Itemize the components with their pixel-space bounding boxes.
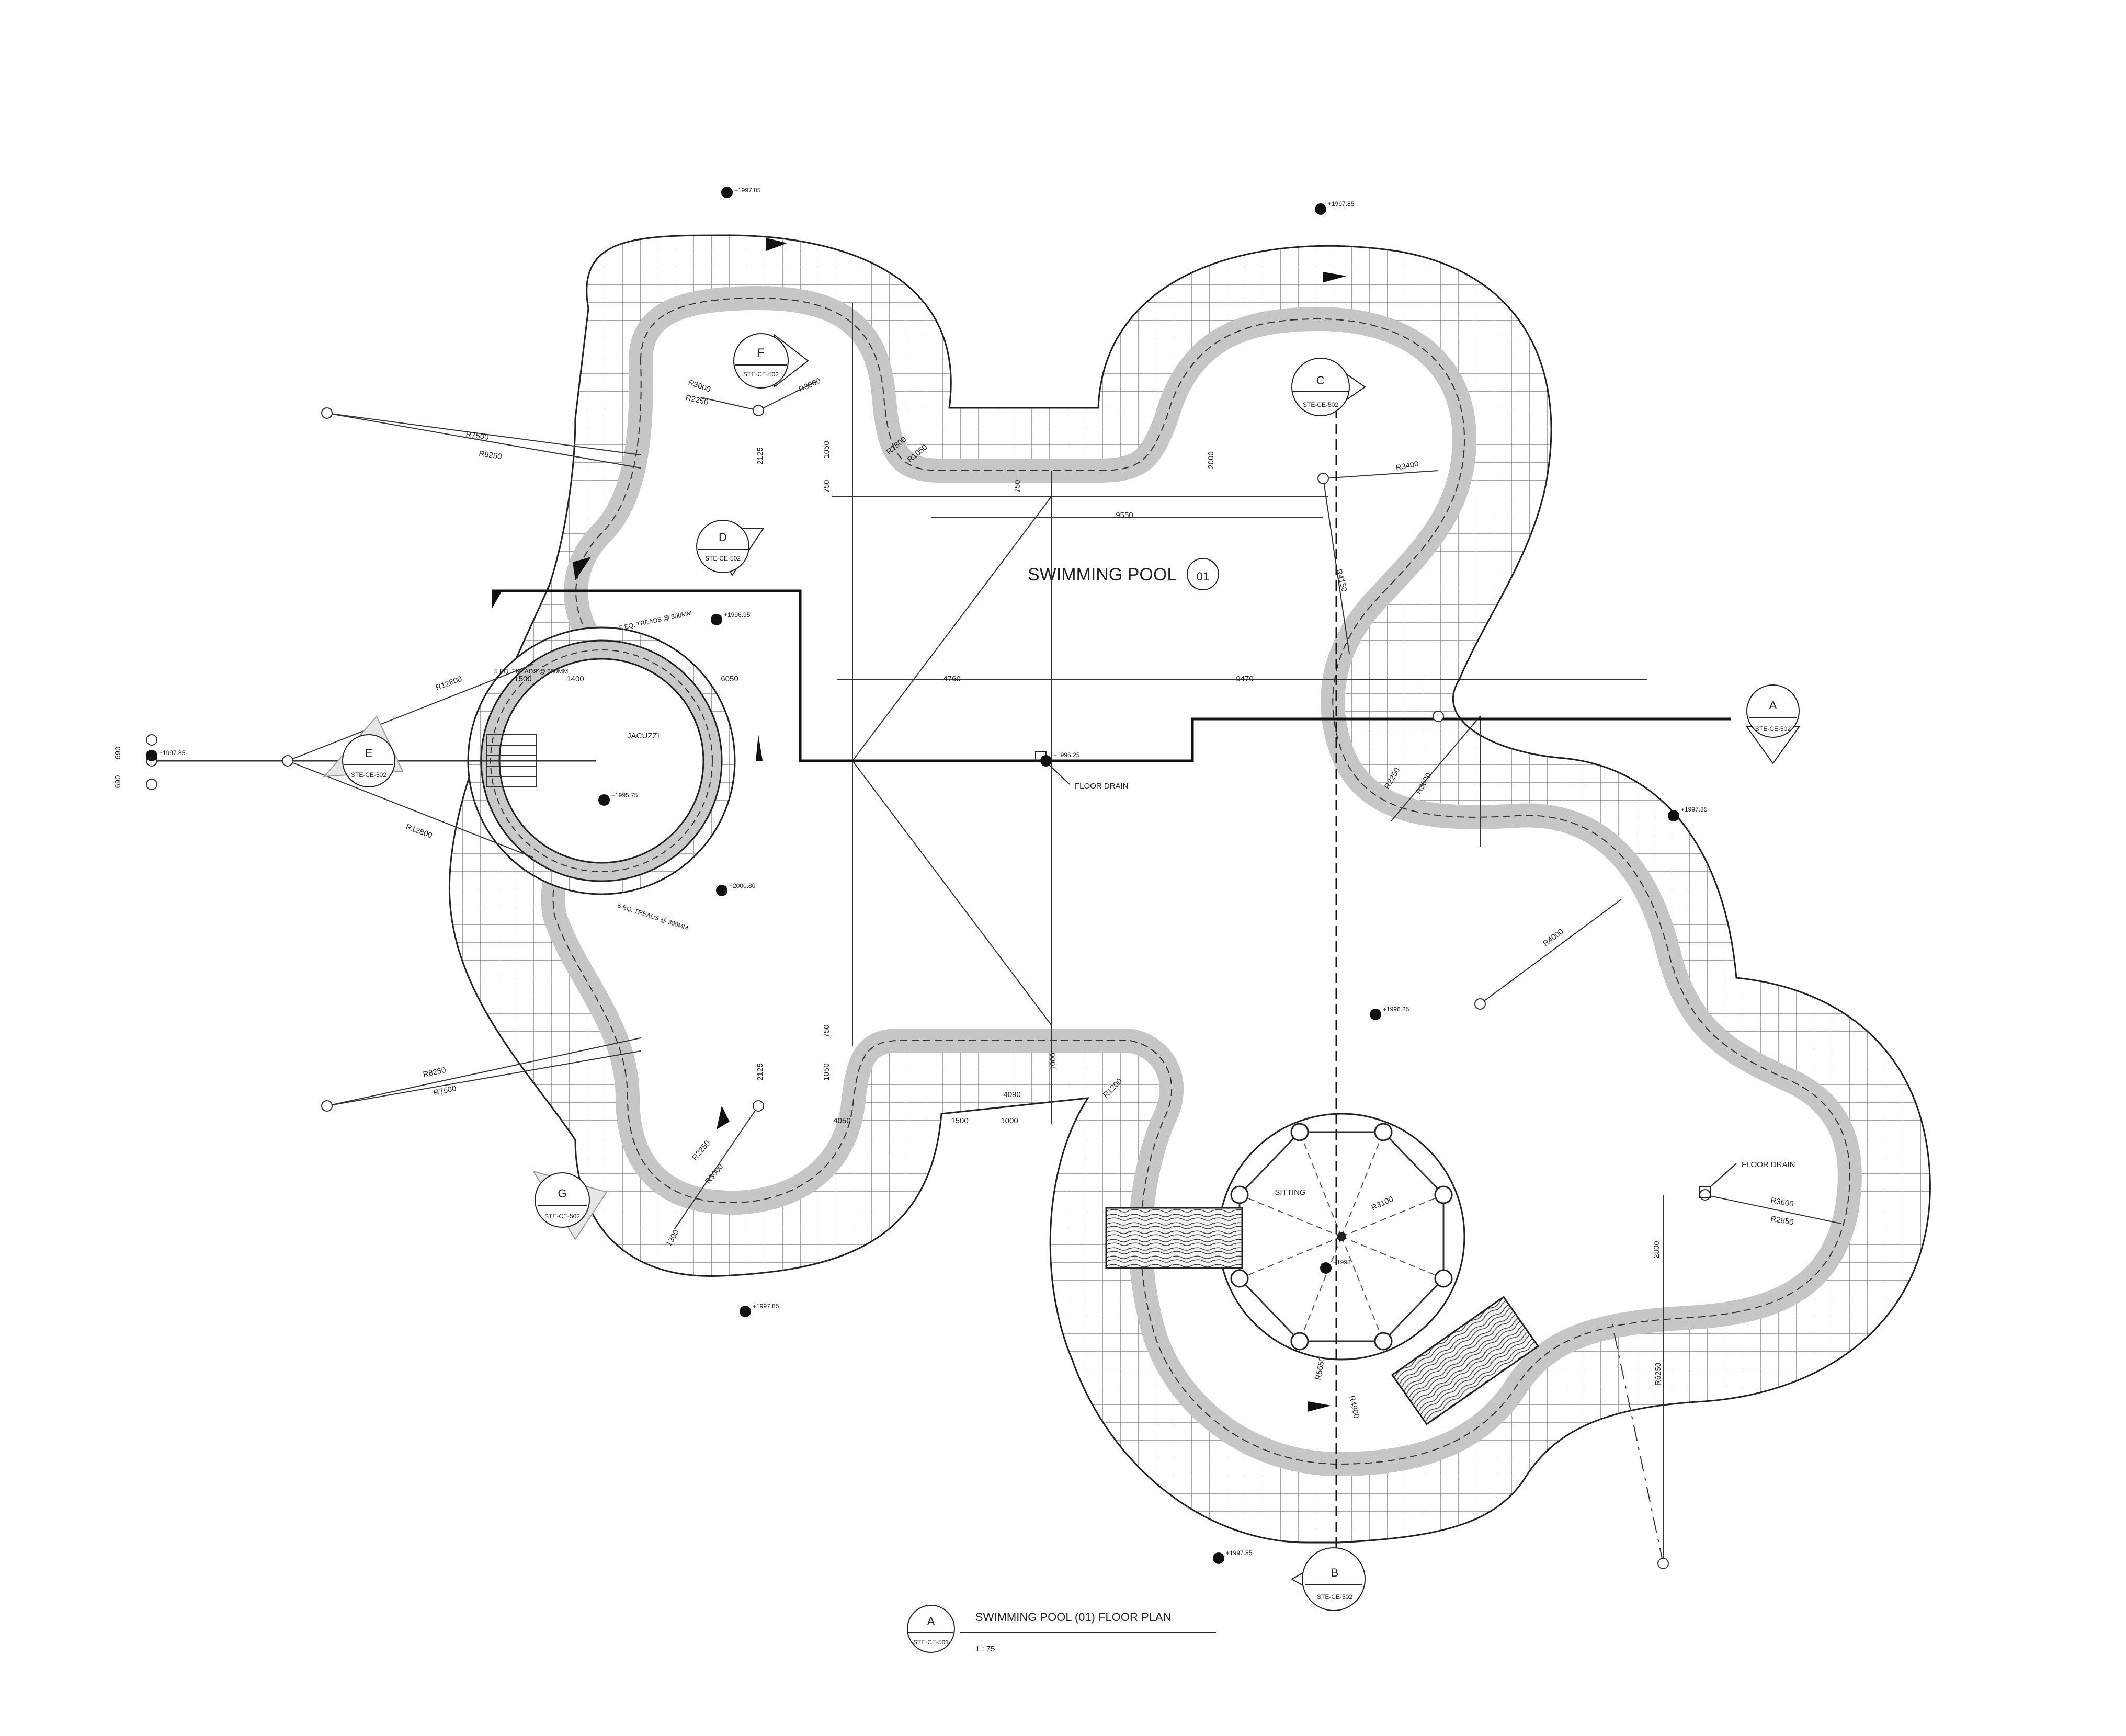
level-marker: +1997.85 — [1668, 806, 1708, 821]
annotation-text: 9550 — [1116, 511, 1133, 520]
sitting-pavilion — [1218, 1113, 1465, 1361]
annotation-text: 5 EQ. TREADS @ 300MM — [494, 668, 568, 675]
annotation-text: 2800 — [1652, 1241, 1661, 1258]
annotation-text: 1500 — [951, 1116, 968, 1125]
annotation-text: 1050 — [822, 1063, 831, 1080]
title-block-name: SWIMMING POOL (01) FLOOR PLAN — [975, 1611, 1171, 1624]
section-b-ref: STE-CE-502 — [1317, 1593, 1352, 1601]
annotation-text: 690 — [113, 746, 122, 759]
section-marker-d: D STE-CE-502 — [696, 520, 765, 576]
section-b-letter: B — [1331, 1566, 1339, 1579]
section-d-ref: STE-CE-502 — [705, 555, 741, 562]
annotation-text: 9470 — [1236, 675, 1253, 683]
sitting-label: SITTING — [1275, 1188, 1305, 1197]
annotation-text: 1000 — [1049, 1053, 1058, 1070]
section-f-ref: STE-CE-502 — [743, 371, 779, 378]
annotation-text: +1997.85 — [1226, 1549, 1253, 1557]
title-block-scale: 1 : 75 — [975, 1644, 995, 1653]
pool-coping — [541, 285, 1862, 1477]
jacuzzi — [467, 626, 736, 895]
annotation-text: +1997.85 — [1681, 806, 1708, 813]
level-marker: +1995.75 — [598, 792, 638, 806]
annotation-text: +1995.75 — [611, 792, 638, 799]
annotation-text: 1050 — [822, 441, 831, 458]
annotation-text: +2000.80 — [729, 882, 756, 889]
section-c-ref: STE-CE-502 — [1303, 401, 1338, 408]
annotation-text: 750 — [822, 1024, 831, 1037]
floor-drain-label-2: FLOOR DRAIN — [1742, 1160, 1795, 1169]
section-marker-c: C STE-CE-502 — [1291, 357, 1366, 417]
jacuzzi-label: JACUZZI — [627, 732, 660, 740]
annotation-text: R8250 — [422, 1066, 447, 1079]
annotation-text: 2125 — [756, 447, 765, 464]
section-marker-b: B STE-CE-502 — [1290, 1547, 1366, 1611]
section-line-a — [492, 408, 1731, 1563]
section-flags — [492, 238, 1347, 1412]
annotation-text: 4090 — [1003, 1090, 1020, 1099]
annotation-text: R8250 — [478, 449, 502, 461]
level-marker: +1996.25 — [1370, 1006, 1409, 1020]
annotation-text: 2125 — [756, 1063, 765, 1080]
pool-number: 01 — [1197, 570, 1209, 583]
annotation-text: 2000 — [1207, 451, 1215, 469]
section-g-letter: G — [558, 1187, 566, 1200]
title-block-sheet: STE-CE-501 — [913, 1639, 949, 1646]
drawing-title-block: A STE-CE-501 SWIMMING POOL (01) FLOOR PL… — [907, 1605, 1216, 1653]
annotation-text: 750 — [822, 479, 831, 493]
section-a-ref: STE-CE-502 — [1755, 725, 1791, 733]
annotation-text: R12800 — [435, 675, 463, 692]
section-marker-a: A STE-CE-502 — [1746, 684, 1800, 764]
level-marker: +1997.85 — [146, 749, 186, 761]
section-marker-e: E STE-CE-502 — [323, 715, 404, 787]
section-d-letter: D — [719, 531, 727, 544]
annotation-text: +1996.25 — [1383, 1006, 1409, 1013]
annotation-text: R7500 — [465, 430, 489, 442]
level-markers: +1997.85 +1997.85 +1997.85 +1997.85 +199… — [146, 187, 1708, 1564]
pool-title: SWIMMING POOL — [1028, 565, 1177, 585]
annotation-text: +1997.85 — [753, 1303, 779, 1310]
level-marker: +1997.85 — [1213, 1549, 1253, 1564]
annotation-text: 4760 — [943, 675, 960, 683]
annotation-text: +1998 — [1333, 1259, 1351, 1266]
annotation-text: +1996.25 — [1053, 751, 1080, 759]
annotation-text: +1996.95 — [724, 611, 751, 619]
floor-drain-2: FLOOR DRAIN — [1699, 1160, 1795, 1198]
level-marker: +1996.95 — [711, 611, 751, 625]
annotation-text: 4050 — [833, 1116, 850, 1125]
section-e-ref: STE-CE-502 — [351, 771, 386, 779]
annotation-text: R12800 — [405, 823, 434, 840]
annotation-text: 690 — [113, 775, 122, 788]
title-block-callout: A — [927, 1615, 935, 1628]
level-marker: +1997.85 — [721, 187, 761, 198]
level-marker: +1997.85 — [1315, 200, 1355, 215]
level-marker: +1996.25 — [1040, 751, 1080, 767]
level-marker: +1998 — [1320, 1259, 1351, 1274]
annotation-text: +1997.85 — [159, 749, 186, 757]
section-c-letter: C — [1316, 374, 1325, 387]
annotation-text: 1500 — [514, 675, 531, 683]
pool-title-group: SWIMMING POOL 01 — [1028, 558, 1219, 590]
level-marker: +1997.85 — [740, 1303, 779, 1317]
section-a-letter: A — [1769, 699, 1777, 712]
floor-drain-label-1: FLOOR DRAIN — [1075, 782, 1129, 791]
annotation-text: 1400 — [566, 675, 584, 683]
section-g-ref: STE-CE-502 — [544, 1213, 580, 1220]
timber-bridges — [1105, 1207, 1539, 1425]
annotation-text: +1997.85 — [734, 187, 761, 194]
section-marker-f: F STE-CE-502 — [733, 333, 809, 389]
annotation-text: 1000 — [1001, 1116, 1018, 1125]
section-e-letter: E — [365, 747, 373, 760]
annotation-text: 750 — [1013, 479, 1022, 493]
annotation-text: 6050 — [721, 675, 738, 683]
section-f-letter: F — [757, 346, 764, 359]
annotation-text: R7500 — [433, 1084, 457, 1098]
level-marker: +2000.80 — [716, 882, 756, 896]
section-marker-g: G STE-CE-502 — [532, 1170, 608, 1240]
annotation-text: +1997.85 — [1328, 200, 1355, 208]
annotation-text: R6250 — [1654, 1363, 1663, 1386]
